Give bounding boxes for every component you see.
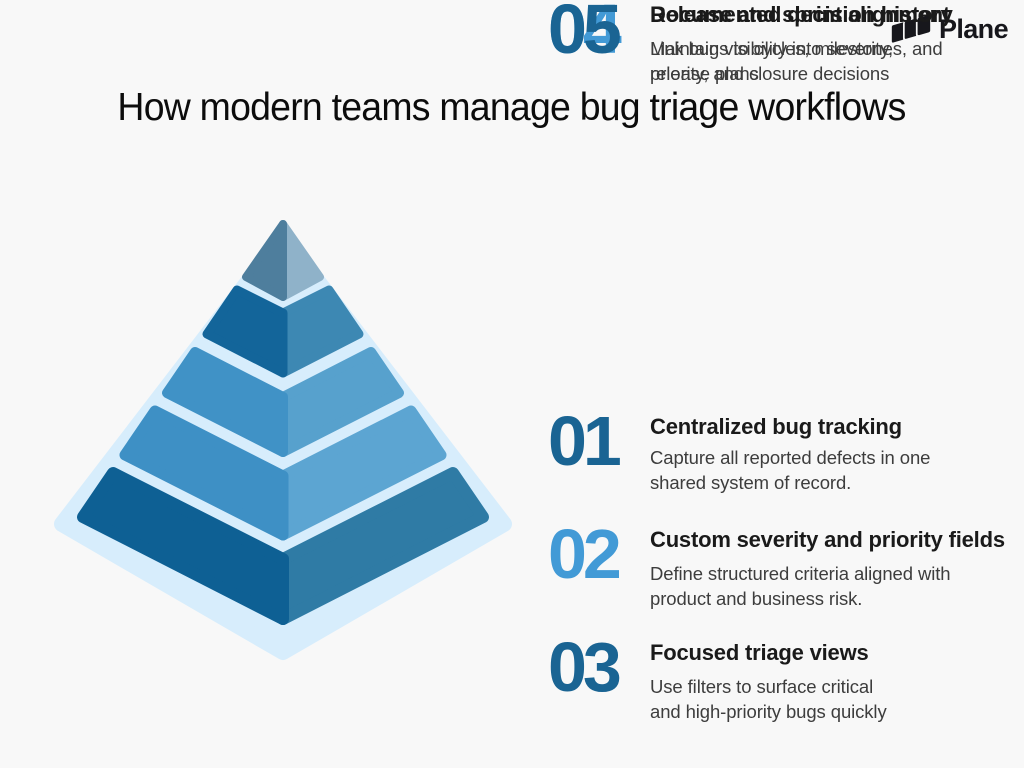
step-text: Custom severity and priority fields Defi… <box>650 525 1005 611</box>
pyramid-tier-2-right-face <box>278 285 364 378</box>
step-number: 05 <box>548 0 622 68</box>
pyramid-glow-shadow <box>54 228 512 660</box>
step-number: 01 <box>548 402 622 480</box>
pyramid-tier-4-right-face <box>277 405 447 541</box>
step-heading: Release and sprint alignment <box>650 2 951 27</box>
pyramid-tier-1-left-face <box>242 220 287 301</box>
step-description: Link bugs to cycles, milestones, and rel… <box>650 38 943 84</box>
step-description: Maintain visibility into severity, prior… <box>650 38 894 84</box>
plane-logo-icon <box>890 14 932 45</box>
pyramid-tier-3-right-face <box>278 347 404 457</box>
step-heading: Custom severity and priority fields <box>650 527 1005 552</box>
step-description: Use filters to surface critical and high… <box>650 676 887 722</box>
step-text: Release and sprint alignment Link bugs t… <box>650 0 950 86</box>
title-container: How modern teams manage bug triage workf… <box>0 85 1024 131</box>
step-number: 02 <box>548 515 622 593</box>
plane-logo-wordmark: Plane <box>938 14 1009 44</box>
pyramid-tier-3-left-face <box>162 347 288 457</box>
step-number: 04 <box>548 0 622 68</box>
step-heading: Documented decision history <box>650 2 953 27</box>
step-item-3: 03 Focused triage views Use filters to s… <box>548 628 998 724</box>
step-text: Centralized bug tracking Capture all rep… <box>650 412 930 495</box>
pyramid-tier-5-left-face <box>77 467 289 625</box>
step-heading: Centralized bug tracking <box>650 414 902 439</box>
step-item-4: 04 Release and sprint alignment Link bug… <box>548 0 998 86</box>
step-description: Capture all reported defects in one shar… <box>650 447 931 493</box>
step-text: Focused triage views Use filters to surf… <box>650 638 887 724</box>
step-item-1: 01 Centralized bug tracking Capture all … <box>548 402 998 495</box>
pyramid-tier-5-right-face <box>277 467 489 625</box>
page-title: How modern teams manage bug triage workf… <box>117 86 907 129</box>
pyramid-tier-4-left-face <box>119 405 289 541</box>
step-item-5: 05 Documented decision history Maintain … <box>548 0 998 86</box>
pyramid-tier-1-right-face <box>279 220 324 301</box>
step-text: Documented decision history Maintain vis… <box>650 0 953 86</box>
step-item-2: 02 Custom severity and priority fields D… <box>548 515 1005 611</box>
step-description: Define structured criteria aligned with … <box>650 563 951 609</box>
step-heading: Focused triage views <box>650 640 869 665</box>
plane-logo: Plane <box>890 14 1009 45</box>
step-number: 03 <box>548 628 622 706</box>
pyramid-tier-2-left-face <box>202 285 288 378</box>
